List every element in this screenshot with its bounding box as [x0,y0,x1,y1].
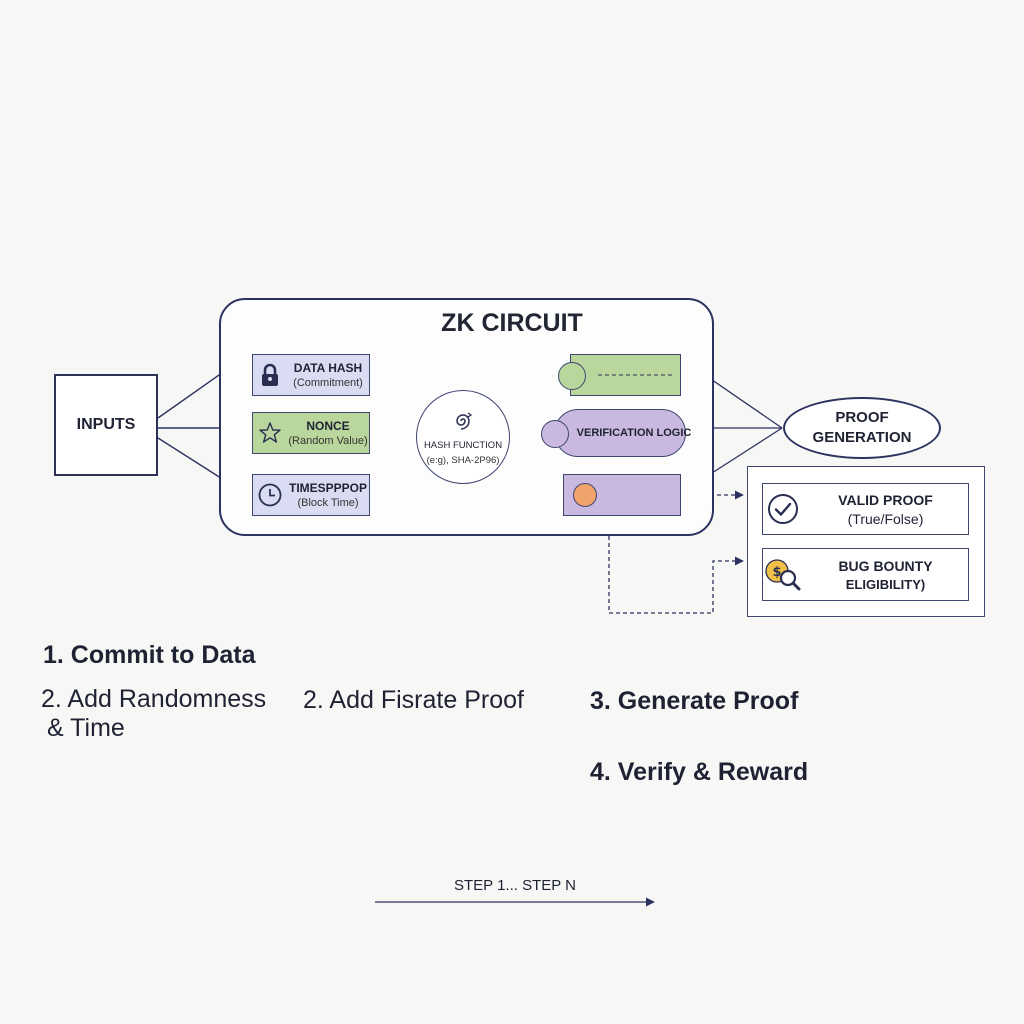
dashed-loop-to-bug-bounty [604,515,744,614]
step-3-label: 3. Generate Proof [590,687,799,715]
coin-magnifier-icon: $ [763,558,803,592]
hash-function-node: HASH FUNCTION (e:g), SHA-2P96) [416,390,510,484]
nonce-node: NONCE (Random Value) [252,412,370,454]
nonce-title: NONCE [306,419,350,433]
data-hash-subtitle: (Commitment) [293,377,363,389]
valid-proof-subtitle: (True/Folse) [847,510,924,527]
bug-bounty-title: BUG BOUNTY [838,557,933,574]
checkmark-icon [763,493,803,525]
hash-function-title: HASH FUNCTION [423,439,503,451]
proof-generation-line2: GENERATION [812,429,912,446]
spiral-icon [451,409,475,438]
verification-circle [541,420,569,448]
step-1-label: 1. Commit to Data [43,641,256,669]
star-icon [253,421,287,445]
step-4-label: 4. Verify & Reward [590,758,809,786]
green-output-block [570,354,681,396]
verification-logic-pill: VERIFICATION LOGIC [554,409,691,457]
step-2-label-line2: & Time [47,714,125,742]
verification-logic-label: VERIFICATION LOGIC [576,427,692,439]
bug-bounty-card: $ BUG BOUNTY ELIGIBILITY) [762,548,969,601]
lock-icon [253,363,287,387]
timestamp-node: TIMESPPPOP (Block Time) [252,474,370,516]
inputs-box: INPUTS [54,374,158,476]
svg-text:$: $ [772,565,781,580]
step-2b-label: 2. Add Fisrate Proof [303,686,524,714]
proof-generation-node: PROOF GENERATION [783,397,941,459]
valid-proof-title: VALID PROOF [838,491,933,508]
inputs-label: INPUTS [76,416,136,433]
data-hash-title: DATA HASH [293,361,363,375]
nonce-subtitle: (Random Value) [288,435,368,447]
hash-function-subtitle: (e:g), SHA-2P96) [426,454,500,466]
step-2-label-line1: 2. Add Randomness [41,685,267,713]
bug-bounty-subtitle: ELIGIBILITY) [845,576,926,592]
proof-generation-line1: PROOF [835,409,889,426]
step-range-label: STEP 1... STEP N [454,877,576,894]
timestamp-subtitle: (Block Time) [297,497,359,509]
orange-dot [573,483,597,507]
green-output-circle [558,362,586,390]
timestamp-title: TIMESPPPOP [288,481,368,495]
valid-proof-card: VALID PROOF (True/Folse) [762,483,969,535]
clock-icon [253,482,287,508]
data-hash-node: DATA HASH (Commitment) [252,354,370,396]
zk-circuit-title: ZK CIRCUIT [441,309,583,337]
